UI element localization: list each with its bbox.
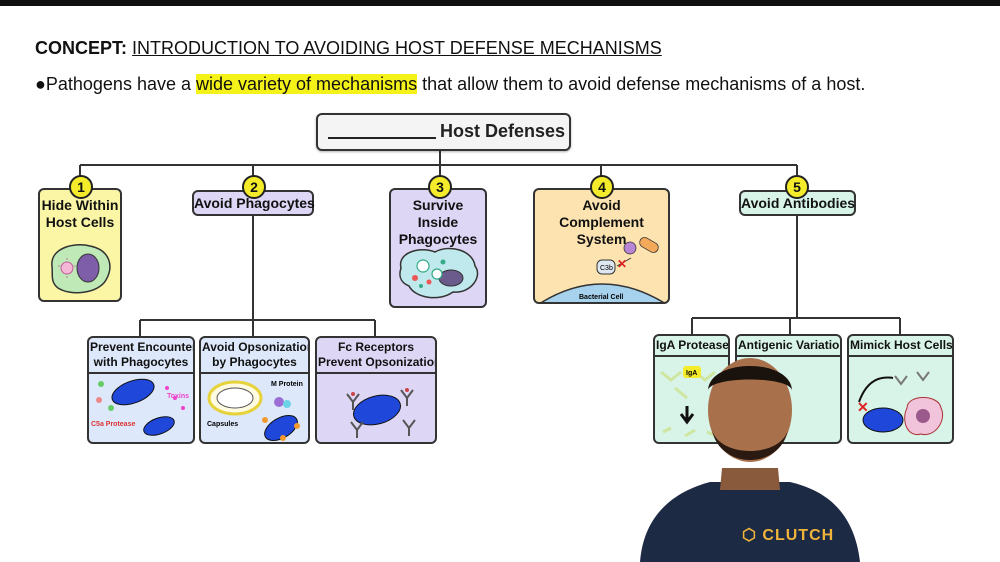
avoid-opsonization-illustration: M Protein Capsules — [207, 380, 303, 441]
category-3-label-line1: Survive Inside — [412, 197, 464, 230]
fill-in-blank — [328, 137, 436, 139]
badge-4: 4 — [590, 175, 614, 199]
category-3-label-line2: Phagocytes — [398, 231, 478, 247]
sub-2-label-line2: by Phagocytes — [212, 355, 297, 369]
category-1-label-line2: Host Cells — [45, 214, 115, 230]
capsules-label: Capsules — [207, 421, 238, 428]
brand-logo-label: CLUTCH — [762, 527, 835, 544]
badge-2: 2 — [242, 175, 266, 199]
category-survive-inside-phagocytes: Survive Inside Phagocytes — [389, 188, 487, 308]
sub-mimick-host-cells: Mimick Host Cells ✕ — [847, 334, 954, 444]
top-bar — [0, 0, 1000, 6]
bullet-prefix: ●Pathogens have a — [35, 74, 196, 94]
sub-3-label-line1: Fc Receptors — [337, 340, 415, 354]
root-label: Host Defenses — [440, 121, 566, 141]
brand-logo-text: ⬡ CLUTCH — [742, 527, 835, 544]
mimick-host-cells-illustration: ✕ — [857, 371, 943, 436]
presenter-video — [640, 358, 860, 562]
sub-iga-protease-label: IgA Protease — [655, 336, 728, 357]
sub-avoid-opsonization: Avoid Opsonization by Phagocytes M Prote… — [199, 336, 310, 444]
concept-heading: CONCEPT: INTRODUCTION TO AVOIDING HOST D… — [35, 38, 662, 59]
complement-illustration: C3b ✕ Bacterial Cell — [540, 237, 665, 302]
phagocyte-illustration — [399, 247, 479, 299]
sub-2-label-line1: Avoid Opsonization — [202, 340, 310, 354]
sub-antigenic-variation-label: Antigenic Variation — [737, 336, 840, 357]
concept-title: INTRODUCTION TO AVOIDING HOST DEFENSE ME… — [132, 38, 662, 58]
sub-3-label-line2: Prevent Opsonization — [318, 355, 437, 369]
badge-5: 5 — [785, 175, 809, 199]
sub-1-label-line1: Prevent Encounter — [90, 340, 195, 354]
sub-1-label-line2: with Phagocytes — [93, 355, 189, 369]
category-1-label-line1: Hide Within — [41, 197, 119, 213]
category-avoid-complement-system: Avoid Complement System C3b ✕ Bacterial … — [533, 188, 670, 304]
category-4-label-line1: Avoid — [582, 197, 621, 213]
prevent-encounter-illustration: Toxins C5a Protease — [91, 378, 189, 436]
bacterial-cell-label: Bacterial Cell — [579, 294, 623, 301]
concept-prefix: CONCEPT: — [35, 38, 128, 58]
m-protein-label: M Protein — [271, 381, 303, 388]
bullet-text: ●Pathogens have a wide variety of mechan… — [35, 74, 865, 95]
sub-prevent-encounter: Prevent Encounter with Phagocytes Toxins… — [87, 336, 195, 444]
category-4-label-line2: Complement System — [559, 214, 644, 247]
badge-3: 3 — [428, 175, 452, 199]
highlighted-phrase: wide variety of mechanisms — [196, 74, 418, 94]
sub-mimick-host-cells-label: Mimick Host Cells — [849, 336, 952, 357]
block-x-icon: ✕ — [617, 257, 627, 271]
sub-fc-receptors: Fc Receptors Prevent Opsonization — [315, 336, 437, 444]
iga-label: IgA — [686, 370, 697, 377]
category-hide-within-host-cells: Hide Within Host Cells — [38, 188, 122, 302]
bullet-suffix: that allow them to avoid defense mechani… — [417, 74, 866, 94]
host-cell-illustration — [51, 244, 111, 294]
host-defenses-root: Host Defenses — [316, 113, 571, 151]
c5a-protease-label: C5a Protease — [91, 421, 135, 428]
block-x-icon-2: ✕ — [857, 399, 869, 415]
badge-1: 1 — [69, 175, 93, 199]
c3b-label: C3b — [600, 265, 613, 272]
fc-receptors-illustration — [346, 388, 416, 438]
toxins-label: Toxins — [167, 393, 189, 400]
